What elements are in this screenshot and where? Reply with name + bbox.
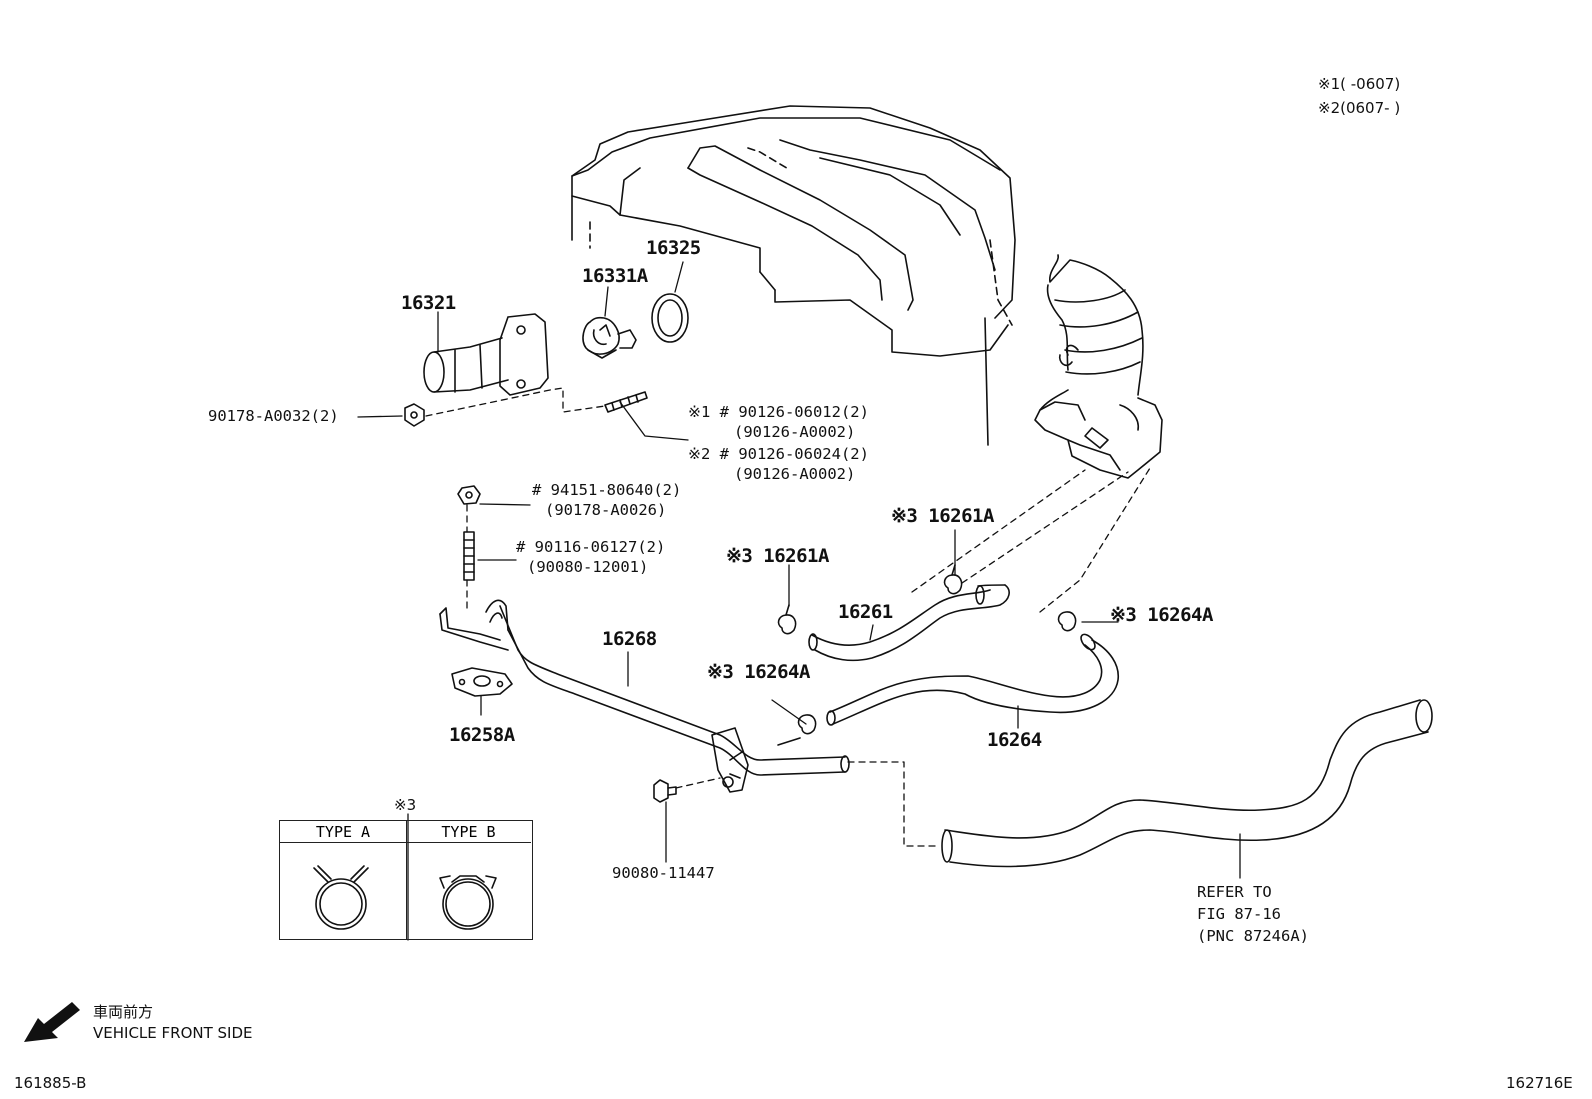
clamp-16261a-upper — [943, 564, 963, 595]
footer-left-code: 161885-B — [14, 1074, 87, 1092]
note-mark1: ※1( -0607) — [1318, 75, 1401, 93]
label-90126-a0002-a: (90126-A0002) — [734, 423, 856, 441]
label-16261a-upper: ※3 16261A — [891, 505, 994, 527]
clamp-16264a-lower — [797, 714, 817, 735]
legend-divider — [406, 821, 407, 939]
stud-90126 — [604, 391, 648, 413]
label-16321: 16321 — [401, 292, 456, 314]
label-16325: 16325 — [646, 237, 701, 259]
label-16261: 16261 — [838, 601, 893, 623]
clamp-16261a-lower — [777, 604, 797, 635]
refer-line-1: REFER TO — [1197, 883, 1272, 901]
refer-line-2: FIG 87-16 — [1197, 905, 1281, 923]
label-16331a: 16331A — [582, 265, 648, 287]
vehicle-front-arrow — [24, 1002, 80, 1042]
label-90178-a0026: (90178-A0026) — [545, 501, 667, 519]
bolt-90080-11447 — [653, 779, 677, 803]
engine-block-outline — [571, 105, 1016, 446]
label-90116-06127: # 90116-06127(2) — [516, 538, 666, 556]
label-90126-06024: ※2 # 90126-06024(2) — [688, 445, 869, 463]
heater-hose-ref — [941, 699, 1433, 868]
label-90126-06012: ※1 # 90126-06012(2) — [688, 403, 869, 421]
legend-mark: ※3 — [394, 796, 417, 814]
water-inlet-16321 — [423, 313, 549, 396]
hose-16264 — [826, 633, 1119, 726]
front-label-en: VEHICLE FRONT SIDE — [93, 1024, 253, 1042]
label-16264: 16264 — [987, 729, 1042, 751]
label-90178-a0032: 90178-A0032(2) — [208, 407, 339, 425]
label-90126-a0002-b: (90126-A0002) — [734, 465, 856, 483]
thermostat-16331a — [582, 316, 637, 359]
label-16261a-lower: ※3 16261A — [726, 545, 829, 567]
footer-right-code: 162716E — [1506, 1074, 1573, 1092]
refer-line-3: (PNC 87246A) — [1197, 927, 1309, 945]
legend-type-b-header: TYPE B — [406, 821, 531, 843]
note-mark2: ※2(0607- ) — [1318, 99, 1401, 117]
gasket-16325 — [651, 293, 689, 343]
leader-lines — [357, 261, 1241, 941]
hose-16261 — [808, 584, 1010, 662]
clamp-type-a-icon — [313, 865, 369, 930]
legend-type-a-header: TYPE A — [280, 821, 406, 843]
label-16264a-right: ※3 16264A — [1110, 604, 1213, 626]
clamp-16264a-upper — [1057, 611, 1077, 632]
assembly-dashes — [425, 387, 1151, 847]
label-16268: 16268 — [602, 628, 657, 650]
label-16258a: 16258A — [449, 724, 515, 746]
label-90080-12001: (90080-12001) — [527, 558, 649, 576]
clamp-type-b-icon — [439, 875, 497, 930]
gasket-16258a — [451, 667, 513, 697]
label-94151-80640: # 94151-80640(2) — [532, 481, 682, 499]
label-16264a-left: ※3 16264A — [707, 661, 810, 683]
intake-duct — [1034, 254, 1163, 479]
clamp-type-legend: TYPE A TYPE B — [279, 820, 533, 940]
nut-90178-a0032 — [404, 403, 425, 427]
engine-hidden-lines — [589, 147, 1013, 326]
pipe-bracket — [711, 727, 801, 793]
stud-90116 — [463, 531, 475, 581]
nut-94151 — [457, 485, 481, 505]
front-label-jp: 車両前方 — [93, 1003, 154, 1021]
label-90080-11447: 90080-11447 — [612, 864, 715, 882]
water-bypass-pipe-16268 — [439, 599, 850, 779]
